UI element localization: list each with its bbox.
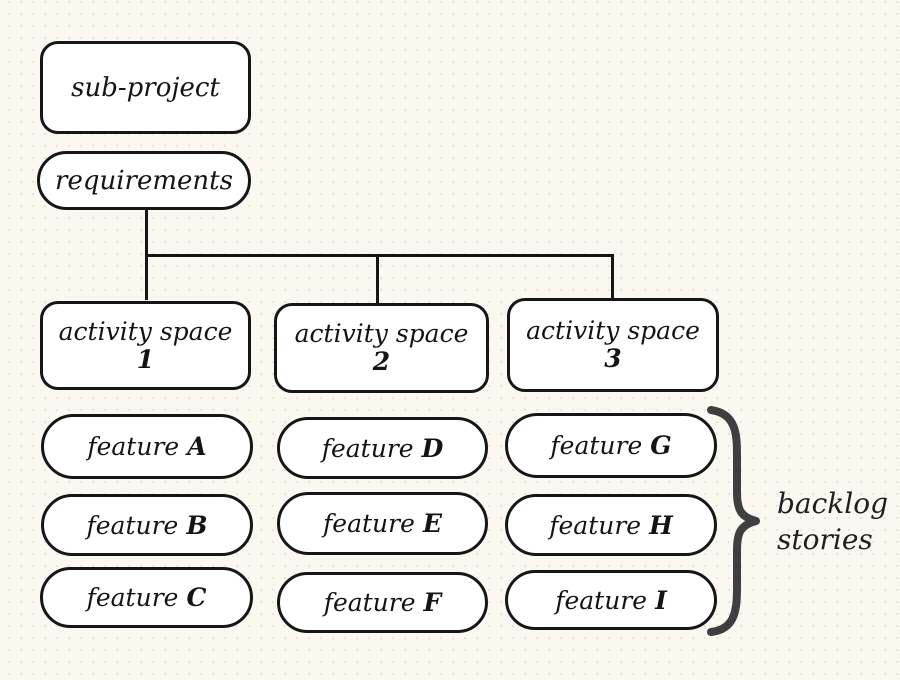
feature-letter: C [186,583,207,612]
feature-word: feature [550,431,643,460]
node-requirements: requirements [37,151,251,210]
requirements-label: requirements [55,165,233,196]
brace-label-line1: backlog [777,487,889,520]
feature-word: feature [323,588,416,617]
feature-word: feature [549,510,642,540]
activity-space-number: 3 [604,344,622,373]
node-activity-space-3: activity space 3 [507,298,719,392]
node-activity-space-1: activity space 1 [40,301,251,390]
feature-word: feature [86,583,179,612]
feature-word: feature [86,510,179,540]
feature-word: feature [321,433,414,463]
curly-brace-path [707,406,760,636]
feature-letter: B [186,510,208,540]
activity-space-name: activity space [526,316,700,345]
brace-label: backlog stories [777,486,888,558]
feature-word: feature [555,585,648,615]
feature-letter: D [421,433,444,463]
activity-space-number: 2 [372,347,391,376]
feature-word: feature [323,509,415,538]
feature-letter: G [650,431,672,460]
feature-letter: H [649,510,673,540]
feature-letter: A [187,432,207,461]
activity-space-name: activity space [58,316,233,346]
feature-letter: E [422,509,442,538]
feature-letter: F [423,588,442,617]
brace-label-line2: stories [777,523,873,556]
activity-space-number: 1 [136,344,155,374]
feature-letter: I [655,585,667,615]
feature-word: feature [87,432,180,461]
activity-space-name: activity space [294,319,469,348]
node-sub-project: sub-project [40,41,251,134]
sub-project-label: sub-project [71,72,220,103]
node-activity-space-2: activity space 2 [274,303,489,393]
